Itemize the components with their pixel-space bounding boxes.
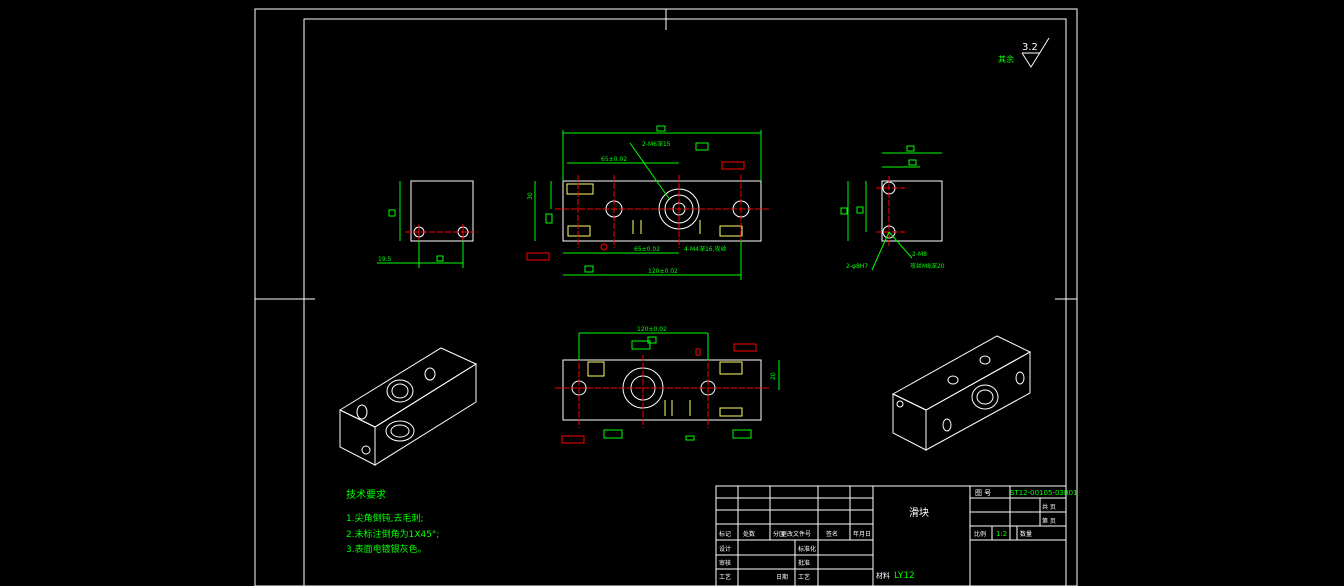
header-cell-5: 年月日 bbox=[853, 530, 871, 538]
right-note-3: 攻丝M8深20 bbox=[910, 262, 945, 270]
top-height-dim: 20 bbox=[770, 372, 777, 380]
title-block bbox=[715, 485, 1067, 586]
left-view: 19.5 bbox=[377, 180, 478, 268]
title-material-label: 材料 bbox=[876, 571, 890, 580]
title-qty-label: 数量 bbox=[1020, 530, 1032, 538]
top-dim: 120±0.02 bbox=[637, 326, 667, 333]
title-drawing-no-label: 图 号 bbox=[975, 489, 991, 497]
role-1: 审核 bbox=[719, 559, 731, 567]
title-sheet-label: 共 页 bbox=[1042, 503, 1056, 511]
front-datum-tags bbox=[526, 161, 745, 261]
inner-frame bbox=[303, 18, 1067, 586]
top-view: 120±0.02 20 bbox=[555, 326, 780, 444]
top-datum-tags bbox=[561, 343, 757, 444]
tech-item-2: 2.未标注倒角为1X45°; bbox=[346, 528, 439, 540]
tech-item-3: 3.表面电镀银灰色。 bbox=[346, 543, 427, 555]
header-cell-4: 签名 bbox=[826, 530, 838, 538]
front-dim-3: 120±0.02 bbox=[648, 268, 678, 275]
front-view: 65±0.02 65±0.02 120±0.02 2-M6深15 4-M4深16… bbox=[526, 125, 770, 280]
roughness-value: 3.2 bbox=[1022, 42, 1038, 53]
title-page-label: 第 页 bbox=[1042, 517, 1056, 525]
tech-requirements: 技术要求 1.尖角倒钝,去毛刺; 2.未标注倒角为1X45°; 3.表面电镀银灰… bbox=[346, 488, 439, 555]
extra-2: 工艺 bbox=[798, 573, 810, 581]
right-view: 2-M8 2-φ8H7 攻丝M8深20 bbox=[840, 145, 945, 271]
header-cell-3: 更改文件号 bbox=[781, 530, 811, 538]
roughness-label: 其余 bbox=[998, 54, 1014, 64]
isometric-view-right bbox=[891, 335, 1032, 451]
role-2: 工艺 bbox=[719, 573, 731, 581]
title-part-name: 滑块 bbox=[909, 507, 929, 519]
header-cell-0: 标记 bbox=[719, 530, 731, 538]
title-scale-label: 比例 bbox=[974, 530, 986, 538]
title-scale: 1:2 bbox=[996, 530, 1007, 538]
front-height-dim: 30 bbox=[527, 192, 534, 200]
front-note-1: 2-M6深15 bbox=[642, 140, 671, 148]
frame-center-marks bbox=[255, 9, 1077, 300]
title-material: LY12 bbox=[894, 571, 915, 581]
roughness-symbol: 其余 3.2 bbox=[998, 37, 1050, 68]
tech-title: 技术要求 bbox=[346, 488, 386, 501]
left-offset-dim: 19.5 bbox=[378, 256, 392, 263]
header-cell-1: 处数 bbox=[743, 530, 755, 538]
extra-3: 日期 bbox=[776, 573, 788, 581]
tech-item-1: 1.尖角倒钝,去毛刺; bbox=[346, 512, 423, 524]
front-note-2: 4-M4深16,攻丝 bbox=[684, 245, 727, 253]
extra-1: 批准 bbox=[798, 559, 810, 567]
isometric-view-left bbox=[338, 347, 478, 466]
right-note-2: 2-φ8H7 bbox=[846, 263, 868, 270]
header-cell-2: 分区 bbox=[773, 530, 785, 538]
right-note-1: 2-M8 bbox=[912, 251, 927, 258]
title-drawing-no: ST12-00105-03B01 bbox=[1010, 489, 1078, 497]
extra-0: 标准化 bbox=[798, 545, 816, 553]
role-0: 设计 bbox=[719, 545, 731, 553]
front-dim-2: 65±0.02 bbox=[634, 246, 660, 253]
front-dim-1: 65±0.02 bbox=[601, 156, 627, 163]
